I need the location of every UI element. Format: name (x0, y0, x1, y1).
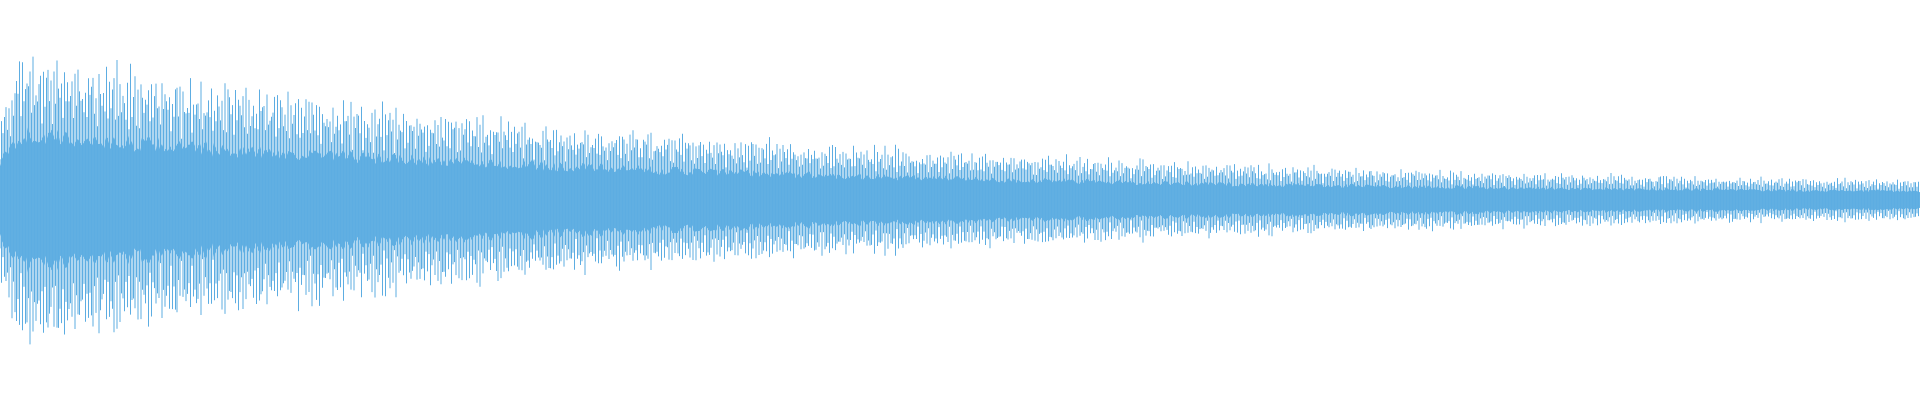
waveform-spikes (0, 56, 1919, 345)
